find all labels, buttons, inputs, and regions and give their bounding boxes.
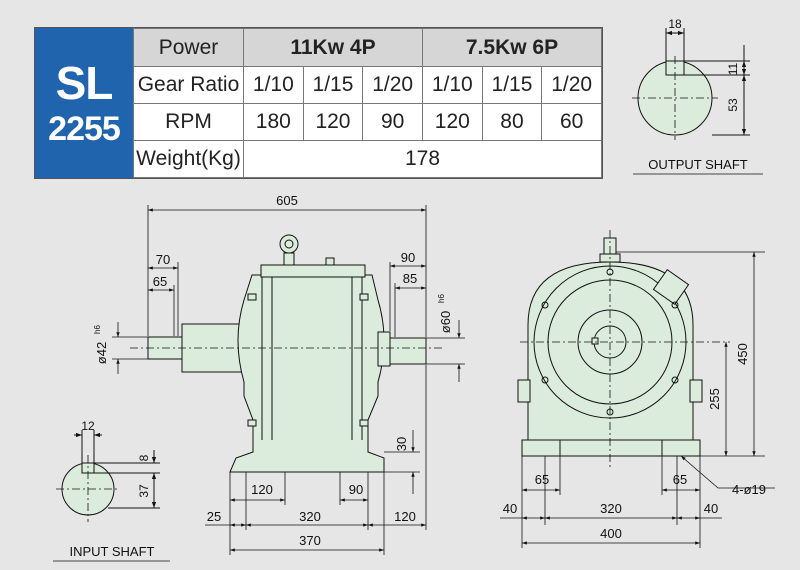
power-label: Power <box>133 28 244 67</box>
input-key-width: 12 <box>81 419 95 433</box>
output-shaft <box>389 337 427 365</box>
eye-bolt-hole <box>284 239 294 249</box>
dim-605: 605 <box>276 193 298 208</box>
input-shaft-title: INPUT SHAFT <box>70 544 155 559</box>
dim-65: 65 <box>153 274 167 289</box>
weight-value: 178 <box>243 140 602 178</box>
dim-dia-60: ø60 h6 <box>437 294 453 334</box>
right-foot <box>661 439 701 457</box>
ratio-cell: 1/15 <box>302 66 364 104</box>
model-name: SL <box>55 57 114 109</box>
dim-90: 90 <box>401 250 415 265</box>
rpm-cell: 120 <box>421 103 483 141</box>
weight-row: Weight(Kg) 178 <box>133 140 602 178</box>
front-view-dims <box>112 205 465 555</box>
dim-holes: 4-ø19 <box>732 482 766 497</box>
dim-30: 30 <box>394 437 409 451</box>
weight-label: Weight(Kg) <box>133 140 244 178</box>
side-view-dims <box>500 230 775 548</box>
model-badge: SL 2255 <box>35 28 133 178</box>
dim-70: 70 <box>156 252 170 267</box>
rpm-cell: 180 <box>243 103 304 141</box>
bolt <box>359 293 369 301</box>
input-height: 37 <box>137 484 151 498</box>
output-shaft-title: OUTPUT SHAFT <box>648 157 747 172</box>
output-height: 53 <box>726 98 740 112</box>
ratio-cell: 1/10 <box>421 66 483 104</box>
dim-40-left: 40 <box>503 501 517 516</box>
output-bearing <box>377 331 391 367</box>
dim-370: 370 <box>299 533 321 548</box>
power-row: Power 11Kw 4P 7.5Kw 6P <box>133 28 603 67</box>
dim-dia-60-value: ø60 <box>438 311 453 333</box>
dim-255: 255 <box>707 388 722 410</box>
dim-dia-42-value: ø42 <box>94 342 109 364</box>
power-b: 7.5Kw 6P <box>421 28 603 67</box>
dim-25: 25 <box>207 509 221 524</box>
dim-65-left: 65 <box>535 472 549 487</box>
rpm-label: RPM <box>133 103 244 141</box>
dim-90-bottom: 90 <box>349 482 363 497</box>
input-key-depth: 8 <box>137 454 151 461</box>
bolt <box>247 293 257 301</box>
left-foot <box>521 439 561 457</box>
rpm-cell: 80 <box>481 103 543 141</box>
dim-65-right: 65 <box>673 472 687 487</box>
leader-line <box>680 455 719 489</box>
dim-40-right: 40 <box>704 501 718 516</box>
eye-bolt-stem <box>283 252 295 266</box>
ratio-cell: 1/20 <box>362 66 423 104</box>
gear-housing <box>229 274 385 473</box>
dim-85: 85 <box>403 271 417 286</box>
dim-120-right: 120 <box>394 509 416 524</box>
spec-table: Power 11Kw 4P 7.5Kw 6P Gear Ratio 1/10 1… <box>133 28 603 178</box>
terminal-box <box>652 269 690 305</box>
output-key-depth: 11 <box>726 62 740 75</box>
dim-dia-60-tol: h6 <box>437 294 446 303</box>
flange-bolt <box>541 301 549 309</box>
dim-320-front: 320 <box>299 509 321 524</box>
flange-bolt <box>671 301 679 309</box>
dim-dia-42: ø42 h6 <box>93 325 109 365</box>
dim-400: 400 <box>600 526 622 541</box>
dim-dia-42-tol: h6 <box>93 325 102 334</box>
bolt <box>359 419 369 427</box>
dim-450: 450 <box>735 343 750 365</box>
power-a: 11Kw 4P <box>243 28 423 67</box>
rpm-cell: 90 <box>362 103 423 141</box>
output-shaft-detail <box>632 28 750 140</box>
flange-bolt <box>671 376 679 384</box>
model-number: 2255 <box>48 110 121 148</box>
ratio-row: Gear Ratio 1/10 1/15 1/20 1/10 1/15 1/20 <box>133 66 602 104</box>
flange-bolt <box>541 376 549 384</box>
dim-320-side: 320 <box>600 501 622 516</box>
top-cover <box>260 264 366 278</box>
bolt <box>247 419 257 427</box>
dim-120-left: 120 <box>251 482 273 497</box>
spec-table-panel: SL 2255 Power 11Kw 4P 7.5Kw 6P Gear Rati… <box>34 27 603 179</box>
side-rib <box>689 379 703 403</box>
output-key-width: 18 <box>668 17 682 31</box>
ratio-label: Gear Ratio <box>133 66 244 104</box>
side-rib <box>517 379 531 403</box>
shaft-key <box>591 337 599 345</box>
ratio-cell: 1/20 <box>541 66 602 104</box>
breather-plug <box>325 257 335 266</box>
input-shaft-detail <box>56 430 160 522</box>
front-view <box>147 234 427 473</box>
